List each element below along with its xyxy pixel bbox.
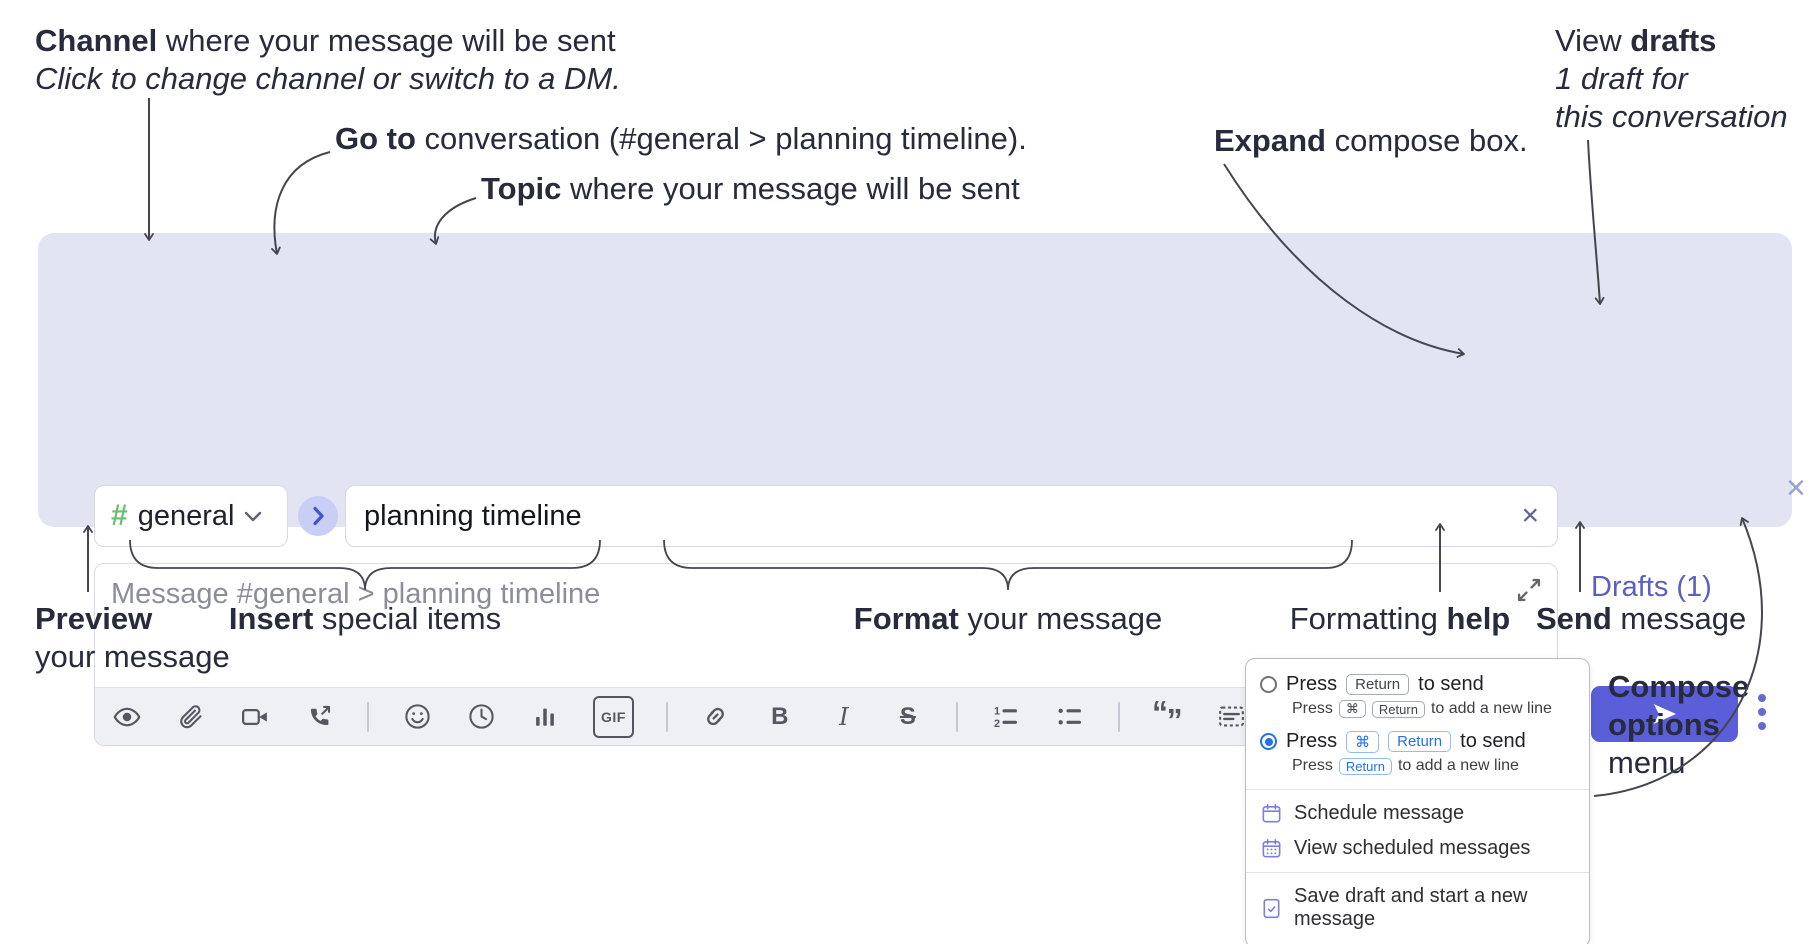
toolbar-divider [665,701,668,732]
calendar-icon [1262,804,1281,823]
close-compose-icon[interactable]: × [1786,469,1806,507]
poll-bars-icon[interactable] [529,701,561,733]
clear-topic-icon[interactable]: × [1521,499,1539,532]
radio-unselected-icon[interactable] [1260,676,1277,693]
bold-icon[interactable]: B [771,702,789,730]
preview-annotation: Preview your message [35,601,230,674]
go-to-conversation-button[interactable] [298,496,338,536]
calendar-grid-icon [1262,839,1281,858]
return-key-chip: Return [1338,757,1392,775]
spoiler-block-icon[interactable] [1216,701,1248,733]
quote-icon[interactable]: “ ” [1152,701,1184,733]
strikethrough-icon[interactable]: S [899,702,916,730]
compose-box: × # general planning timeline × Message … [38,233,1806,746]
cmd-enter-sends-subtext: Press Return to add a new line [1292,757,1519,775]
enter-sends-subtext: Press ⌘ Return to add a new line [1292,700,1552,718]
goto-annotation: Go to conversation (#general > planning … [335,121,1027,156]
menu-divider [1246,872,1589,873]
chevron-down-icon [245,511,262,521]
toolbar-divider [367,701,369,732]
channel-annotation: Channel where your message will be sent … [35,23,621,96]
view-drafts-annotation: View drafts 1 draft for this conversatio… [1555,23,1788,134]
return-key-chip: Return [1371,700,1425,718]
compose-options-menu: Press Return to send Press ⌘ Return to a… [1245,658,1590,944]
channel-name: general [137,499,235,532]
format-annotation: Format your message [853,601,1163,636]
compose-options-button[interactable] [1758,694,1766,730]
topic-value: planning timeline [364,499,582,532]
expand-annotation: Expand compose box. [1214,123,1528,158]
return-key-chip: Return [1388,731,1452,752]
toolbar-divider [955,701,958,732]
radio-selected-icon[interactable] [1260,733,1277,750]
send-annotation: Send message [1536,601,1747,636]
attach-paperclip-icon[interactable] [175,701,207,733]
expand-compose-icon[interactable] [1515,576,1543,609]
audio-call-icon[interactable] [303,701,335,733]
italic-icon[interactable]: I [839,702,849,731]
channel-hash-icon: # [111,499,128,532]
toolbar-divider [1117,701,1120,732]
bulleted-list-icon[interactable] [1054,701,1086,733]
save-draft-item[interactable]: Save draft and start a new message [1246,879,1589,937]
svg-text:1: 1 [994,706,1000,718]
schedule-message-item[interactable]: Schedule message [1246,796,1589,831]
return-key-chip: Return [1346,674,1410,695]
topic-annotation: Topic where your message will be sent [481,171,1020,206]
enter-sends-option[interactable]: Press Return to send [1246,669,1589,700]
numbered-list-icon[interactable]: 1 2 [990,701,1022,733]
document-check-icon [1263,898,1280,918]
gif-icon[interactable]: GIF [593,695,634,738]
link-icon[interactable] [700,701,732,733]
insert-annotation: Insert special items [228,601,502,636]
channel-selector[interactable]: # general [94,485,288,547]
compose-options-annotation: Compose options menu [1608,669,1750,780]
preview-eye-icon[interactable] [111,701,143,733]
svg-text:2: 2 [994,718,1000,730]
view-scheduled-messages-item[interactable]: View scheduled messages [1246,831,1589,866]
cmd-key-chip: ⌘ [1346,730,1380,753]
emoji-icon[interactable] [401,701,433,733]
topic-input[interactable]: planning timeline × [345,485,1558,547]
menu-divider [1246,789,1589,790]
video-call-icon[interactable] [239,701,271,733]
cmd-key-chip: ⌘ [1338,700,1366,718]
chevron-right-icon [312,506,324,526]
cmd-enter-sends-option[interactable]: Press ⌘ Return to send [1246,726,1589,757]
svg-text:“: “ [1152,701,1168,731]
svg-text:”: ” [1167,702,1183,732]
formatting-help-annotation: Formatting help [1289,601,1511,636]
schedule-clock-icon[interactable] [465,701,497,733]
